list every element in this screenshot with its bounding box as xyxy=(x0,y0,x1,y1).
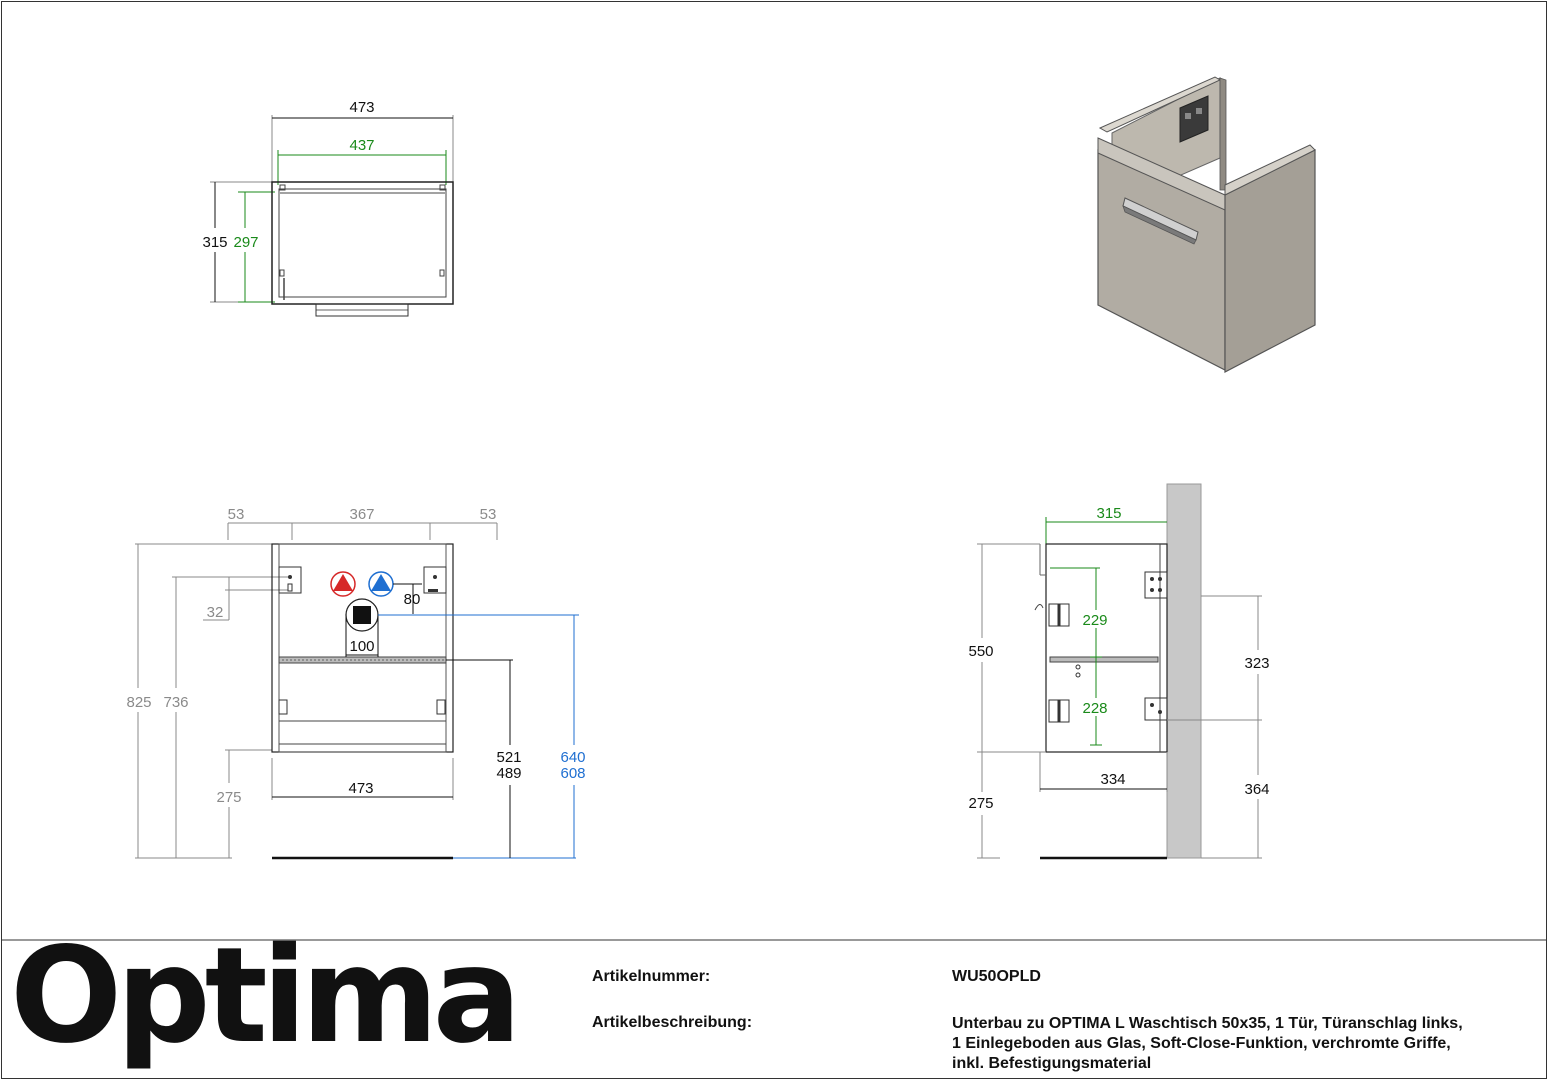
front-bottom-clearance-label: 275 xyxy=(216,789,241,806)
side-cabinet-outline xyxy=(1045,543,1168,753)
front-right-margin-label: 53 xyxy=(480,506,497,523)
side-wall-upper-label: 323 xyxy=(1244,655,1269,672)
top-view: 473 437 315 297 xyxy=(202,99,454,317)
front-left-bracket xyxy=(278,566,302,594)
top-depth-label: 315 xyxy=(202,234,227,251)
top-inner-width-label: 437 xyxy=(349,137,374,154)
side-lower-compartment-label: 228 xyxy=(1082,700,1107,717)
front-view: 53 367 53 825 736 32 275 xyxy=(126,506,586,860)
iso-door xyxy=(1097,149,1226,371)
side-glass-shelf xyxy=(1049,656,1159,663)
front-fixing-height-label: 736 xyxy=(163,694,188,711)
side-bottom-clearance-label: 275 xyxy=(968,795,993,812)
side-view: 315 229 228 550 xyxy=(968,483,1270,860)
front-total-height-label: 825 xyxy=(126,694,151,711)
side-depth-label: 315 xyxy=(1096,505,1121,522)
top-width-label: 473 xyxy=(349,99,374,116)
front-left-margin-label: 53 xyxy=(228,506,245,523)
side-wall xyxy=(1166,483,1202,859)
front-fixing-offset-label: 32 xyxy=(207,604,224,621)
article-number-label: Artikelnummer: xyxy=(592,968,711,985)
front-drain-width-label: 100 xyxy=(349,638,374,655)
side-upper-bracket xyxy=(1144,571,1168,599)
isometric-view xyxy=(1097,76,1316,373)
front-right-bracket xyxy=(423,566,447,594)
front-shelf-height-b-label: 489 xyxy=(496,765,521,782)
top-cabinet-outline xyxy=(271,181,454,305)
article-description: Unterbau zu OPTIMA L Waschtisch 50x35, 1… xyxy=(952,1014,1463,1074)
optima-logo: Optima xyxy=(10,919,522,1073)
side-height-label: 550 xyxy=(968,643,993,660)
front-body-width-label: 473 xyxy=(348,780,373,797)
side-wall-lower-label: 364 xyxy=(1244,781,1269,798)
top-inner-depth-label: 297 xyxy=(233,234,258,251)
description-line-3: inkl. Befestigungsmaterial xyxy=(952,1055,1152,1072)
front-connection-offset-label: 80 xyxy=(404,591,421,608)
description-line-2: 1 Einlegeboden aus Glas, Soft-Close-Funk… xyxy=(952,1035,1451,1052)
description-line-1: Unterbau zu OPTIMA L Waschtisch 50x35, 1… xyxy=(952,1015,1463,1032)
side-lower-bracket xyxy=(1144,697,1168,721)
front-drain-height-a-label: 640 xyxy=(560,749,585,766)
article-number-value: WU50OPLD xyxy=(952,968,1041,985)
hot-water-connection-icon xyxy=(330,571,356,597)
iso-mounting-bracket xyxy=(1179,95,1209,143)
front-drain-height-b-label: 608 xyxy=(560,765,585,782)
side-upper-compartment-label: 229 xyxy=(1082,612,1107,629)
article-description-label: Artikelbeschreibung: xyxy=(592,1014,753,1031)
front-center-spacing-label: 367 xyxy=(349,506,374,523)
side-inner-depth-label: 334 xyxy=(1100,771,1125,788)
front-shelf-height-a-label: 521 xyxy=(496,749,521,766)
